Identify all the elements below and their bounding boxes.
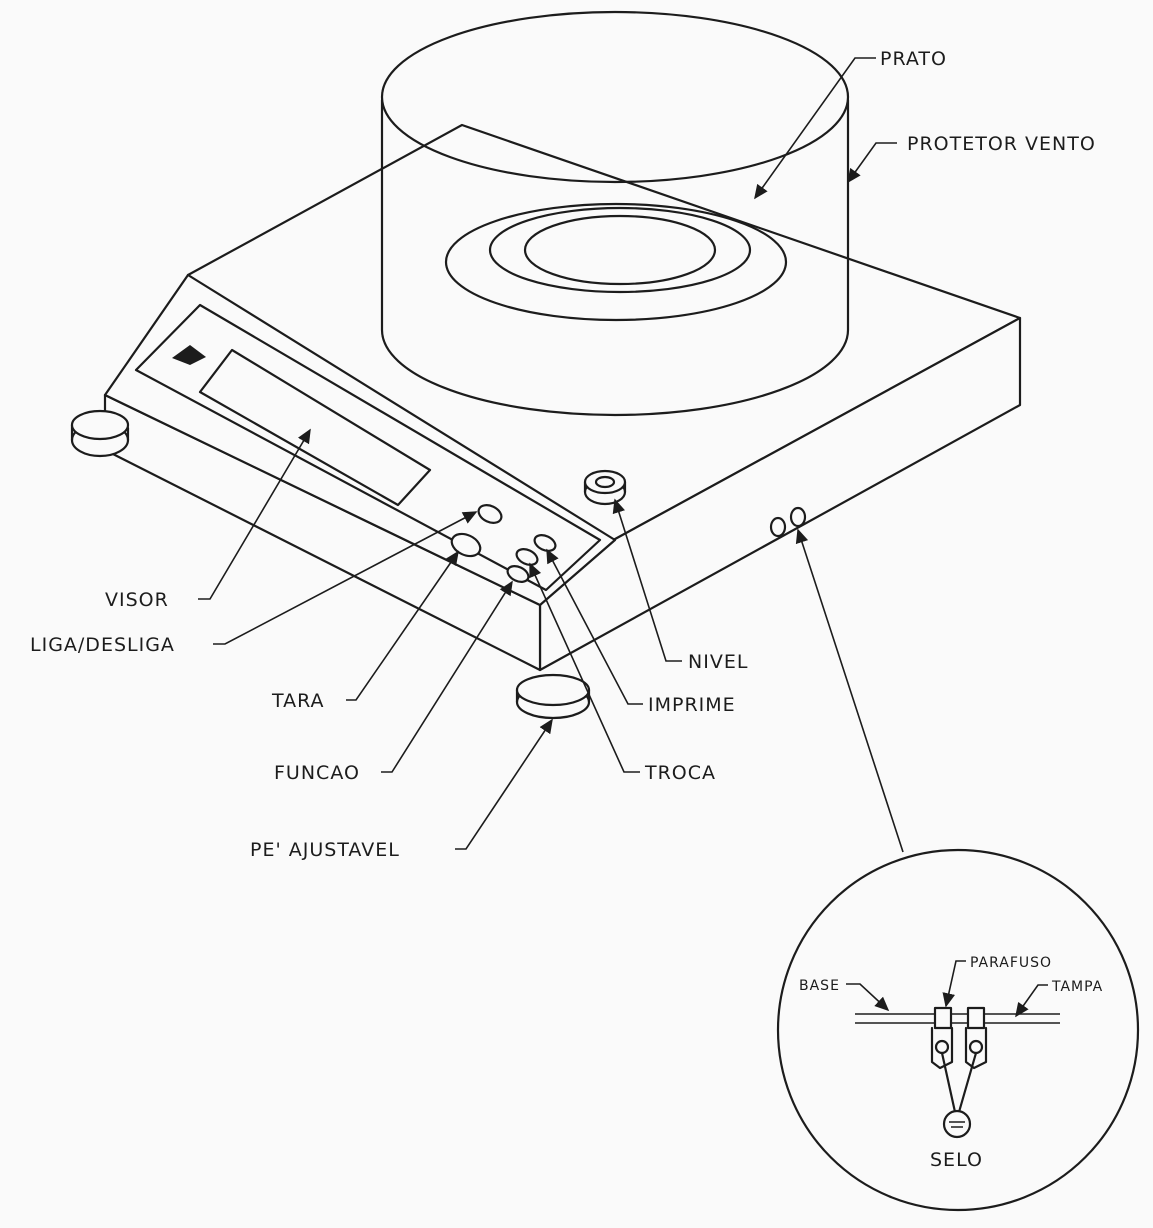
label-visor: VISOR xyxy=(105,589,169,611)
key-troca[interactable] xyxy=(514,546,540,568)
logo-icon xyxy=(172,345,206,365)
left-foot xyxy=(70,409,130,458)
label-imprime: IMPRIME xyxy=(648,694,736,716)
seal-disk xyxy=(942,1109,972,1139)
shield-top-rim xyxy=(380,10,850,184)
screw-block-right xyxy=(966,1006,986,1030)
seal-detail xyxy=(776,848,1140,1212)
label-protetor-vento: PROTETOR VENTO xyxy=(907,133,1096,155)
label-nivel: NIVEL xyxy=(688,651,748,673)
key-imprime[interactable] xyxy=(532,532,558,554)
front-foot xyxy=(515,673,591,720)
tab-right xyxy=(964,1026,988,1070)
labels: PRATO PROTETOR VENTO VISOR LIGA/DESLIGA … xyxy=(30,48,1096,861)
screw-block-left xyxy=(933,1006,953,1030)
label-selo: SELO xyxy=(930,1149,983,1171)
label-troca: TROCA xyxy=(644,762,716,784)
keypad xyxy=(448,502,558,585)
detail-circle xyxy=(776,848,1140,1212)
level-bubble xyxy=(583,469,627,506)
shield-wall xyxy=(380,98,850,417)
plate-lines xyxy=(855,1013,1060,1024)
label-funcao: FUNCAO xyxy=(274,762,360,784)
side-screws xyxy=(769,506,807,538)
key-liga-desliga[interactable] xyxy=(476,502,505,527)
wind-shield xyxy=(380,10,850,417)
label-tampa: TAMPA xyxy=(1051,979,1103,995)
visor-screen xyxy=(198,348,432,507)
label-liga-desliga: LIGA/DESLIGA xyxy=(30,634,175,656)
balance-body xyxy=(103,123,1022,672)
pan-rim xyxy=(488,206,752,294)
detail-labels: BASE PARAFUSO TAMPA SELO xyxy=(799,955,1103,1171)
label-pe-ajustavel: PE' AJUSTAVEL xyxy=(250,839,400,861)
pan-center xyxy=(523,214,717,286)
label-parafuso: PARAFUSO xyxy=(970,955,1052,971)
panel-inner-frame xyxy=(134,303,602,592)
label-tara: TARA xyxy=(271,690,325,712)
key-funcao[interactable] xyxy=(505,563,531,585)
label-prato: PRATO xyxy=(880,48,947,70)
seal-wire xyxy=(940,1051,978,1114)
tab-left xyxy=(930,1026,954,1070)
shield-floor-ring xyxy=(444,202,788,322)
leader-lines xyxy=(198,57,904,853)
key-tara[interactable] xyxy=(448,530,484,561)
label-base: BASE xyxy=(799,978,840,994)
